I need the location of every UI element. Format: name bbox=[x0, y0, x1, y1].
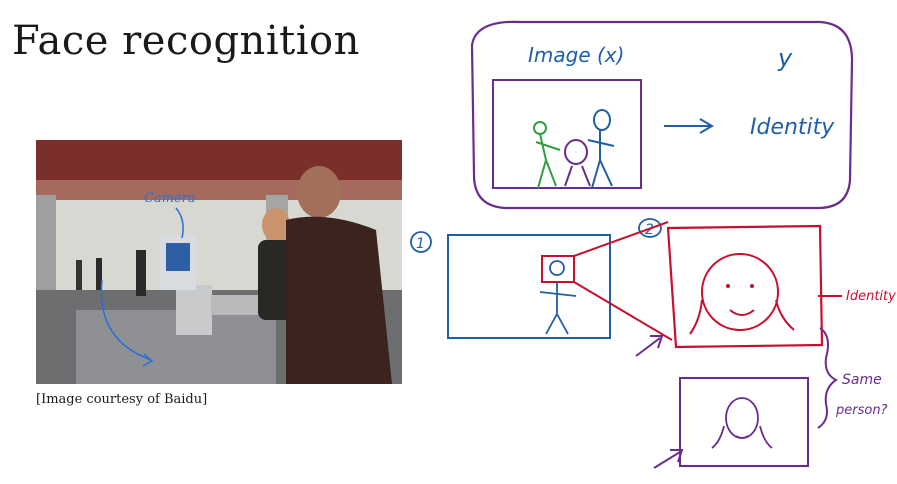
photo-annotation-arrowhead bbox=[142, 353, 154, 367]
face-crop-box bbox=[666, 224, 824, 349]
arrow-to-identity-head bbox=[699, 118, 714, 134]
face-drawing-mouth bbox=[729, 309, 755, 316]
photo-camera-annotation: Camera bbox=[144, 191, 196, 206]
input-image-box bbox=[492, 79, 642, 189]
center-person-body bbox=[564, 165, 591, 187]
identity-red-label: Identity bbox=[846, 289, 896, 304]
image-x-label: Image (x) bbox=[528, 43, 624, 67]
photo-annotation-arrow bbox=[100, 279, 152, 361]
top-frame bbox=[470, 20, 854, 210]
face-drawing-eye-right bbox=[750, 284, 754, 288]
center-person-head bbox=[564, 139, 588, 165]
compare-face-details bbox=[711, 425, 773, 449]
pointer-arrow-1 bbox=[635, 337, 661, 357]
baidu-gate-photo: Camera bbox=[36, 140, 402, 384]
image-caption: [Image courtesy of Baidu] bbox=[36, 392, 208, 407]
blue-person-body bbox=[587, 130, 615, 189]
face-drawing-eye-left bbox=[726, 284, 730, 288]
pointer-arrow-2-head bbox=[670, 449, 684, 463]
same-person-label-line1: Same bbox=[842, 372, 882, 388]
green-person-body bbox=[535, 133, 561, 189]
photo-bystander bbox=[76, 260, 82, 290]
step-2-circle bbox=[638, 218, 662, 238]
photo-man-1-face bbox=[262, 208, 290, 242]
compare-face-outline bbox=[725, 397, 759, 439]
face-drawing-outline bbox=[701, 253, 779, 331]
compare-image-box bbox=[679, 377, 809, 467]
photo-gate-panel bbox=[211, 295, 271, 315]
detected-face-box bbox=[541, 255, 575, 283]
step-1-circle bbox=[410, 231, 432, 253]
step-2-label: 2 bbox=[645, 222, 654, 238]
detection-scene-box bbox=[447, 234, 611, 339]
blue-person-head bbox=[593, 109, 611, 131]
zoom-line-top bbox=[573, 221, 669, 257]
scene-person-head bbox=[549, 260, 565, 276]
identity-output-label: Identity bbox=[750, 115, 835, 140]
same-person-brace bbox=[817, 327, 838, 429]
same-person-label-line2: person? bbox=[835, 403, 888, 418]
photo-gate-kiosk bbox=[176, 285, 212, 335]
photo-kiosk-screen bbox=[166, 243, 190, 271]
slide-title: Face recognition bbox=[12, 18, 360, 64]
y-label: y bbox=[777, 44, 793, 72]
scene-person-body bbox=[539, 282, 577, 335]
photo-bystander bbox=[136, 250, 146, 296]
step-1-label: 1 bbox=[416, 236, 425, 252]
photo-annotation-arrow bbox=[175, 207, 184, 239]
zoom-line-bottom bbox=[573, 281, 673, 341]
photo-man-2-face bbox=[297, 166, 341, 218]
green-person-head bbox=[533, 121, 547, 135]
photo-illustration: Camera bbox=[36, 140, 402, 384]
face-drawing-hair bbox=[689, 299, 795, 335]
pointer-arrow-2 bbox=[653, 451, 681, 469]
pointer-arrow-1-head bbox=[650, 335, 664, 349]
photo-bystander bbox=[96, 258, 102, 290]
photo-man-2-jacket bbox=[286, 216, 392, 384]
